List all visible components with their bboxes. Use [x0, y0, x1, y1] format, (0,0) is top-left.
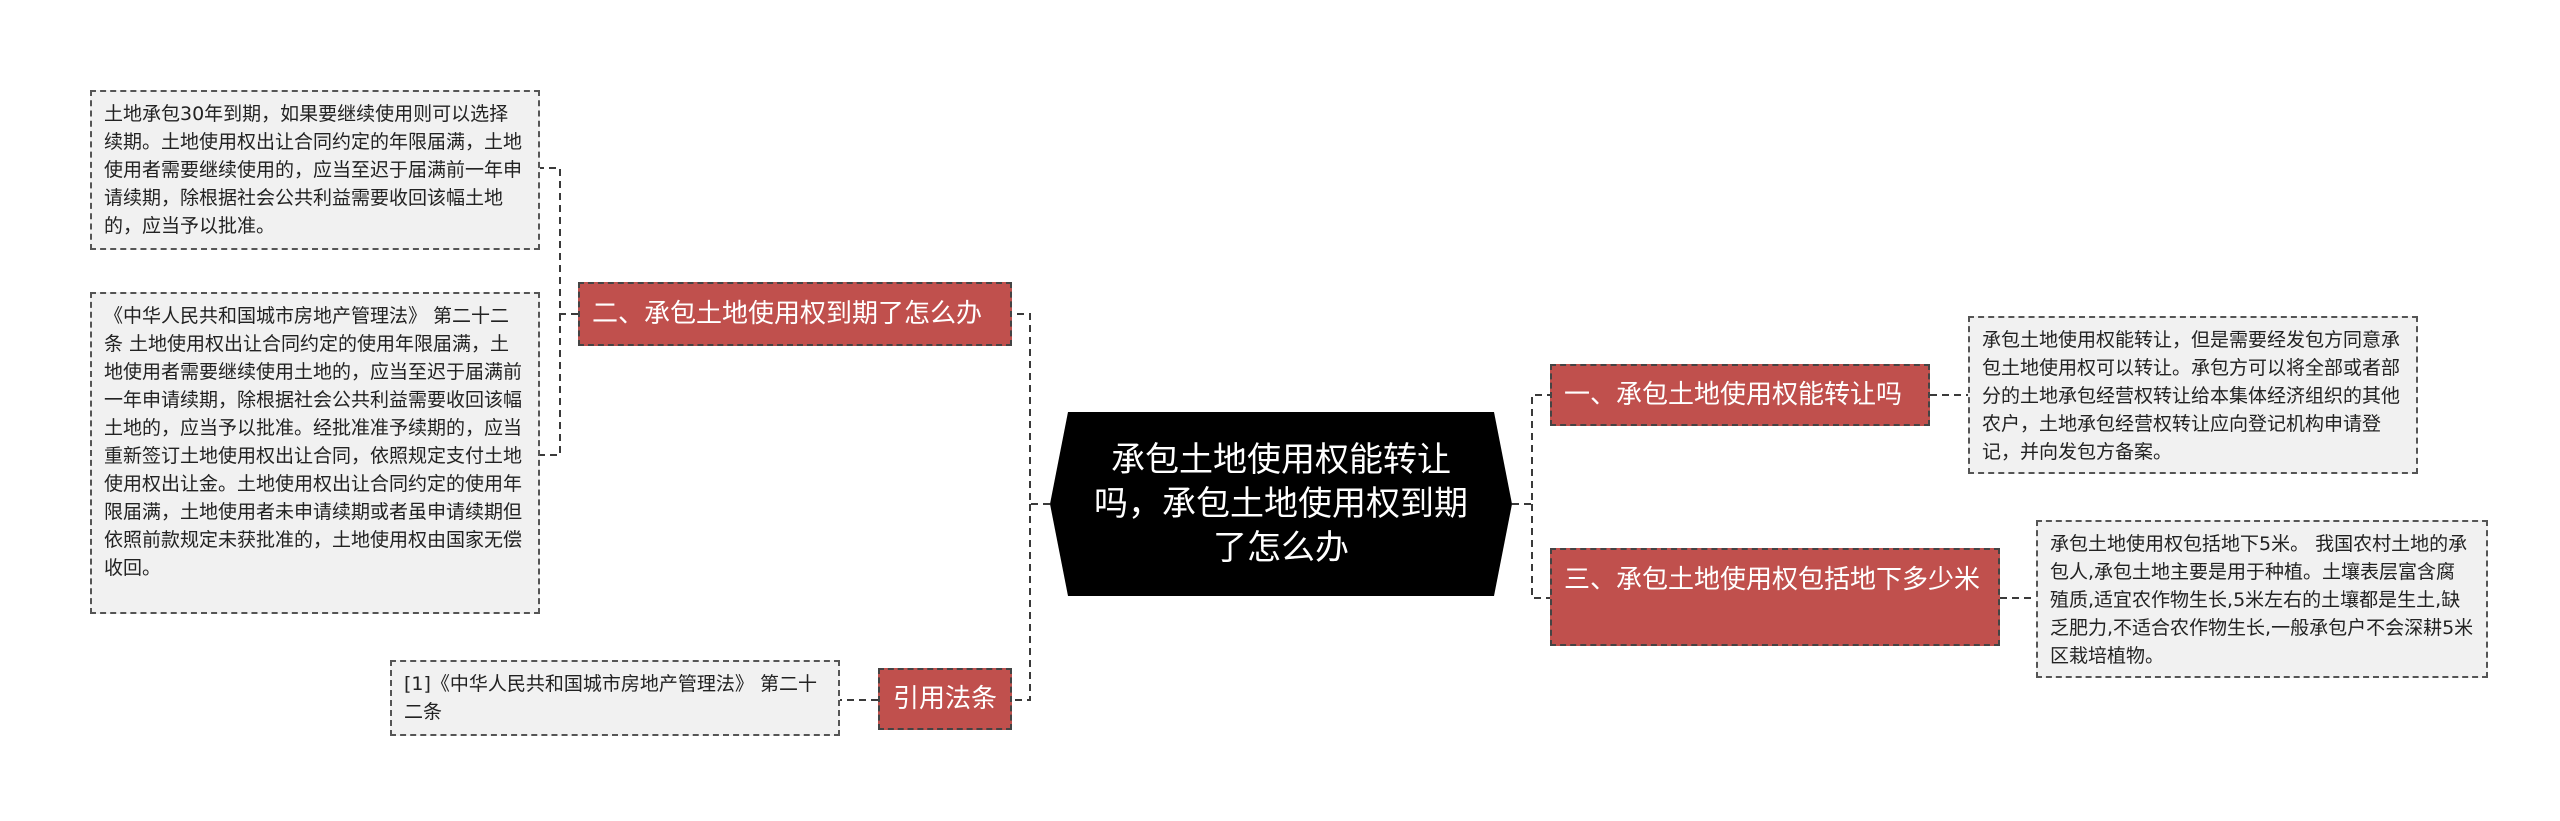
connector-central-to-branch-2: [1012, 313, 1050, 505]
leaf-expiry-renewal-text: 土地承包30年到期，如果要继续使用则可以选择续期。土地使用权出让合同约定的年限届…: [104, 103, 523, 237]
leaf-transfer-text: 承包土地使用权能转让，但是需要经发包方同意承包土地使用权可以转让。承包方可以将全…: [1982, 329, 2401, 463]
branch-transfer[interactable]: 一、承包土地使用权能转让吗: [1550, 364, 1930, 426]
central-topic[interactable]: 承包土地使用权能转让吗，承包土地使用权到期了怎么办: [1050, 412, 1512, 596]
branch-transfer-label: 一、承包土地使用权能转让吗: [1564, 380, 1903, 410]
branch-expiry-label: 二、承包土地使用权到期了怎么办: [592, 299, 983, 329]
connector-central-to-branch-3: [1531, 504, 1550, 599]
connector-branch-2-to-leaf-2: [540, 314, 561, 456]
branch-references[interactable]: 引用法条: [878, 668, 1012, 730]
connector-central-to-branch-refs: [1012, 504, 1031, 701]
leaf-depth: 承包土地使用权包括地下5米。 我国农村土地的承包人,承包土地主要是用于种植。土壤…: [2036, 520, 2488, 678]
leaf-expiry-law-text: 《中华人民共和国城市房地产管理法》 第二十二条 土地使用权出让合同约定的使用年限…: [104, 305, 523, 579]
leaf-expiry-law: 《中华人民共和国城市房地产管理法》 第二十二条 土地使用权出让合同约定的使用年限…: [90, 292, 540, 614]
central-topic-label: 承包土地使用权能转让吗，承包土地使用权到期了怎么办: [1094, 440, 1468, 568]
leaf-depth-text: 承包土地使用权包括地下5米。 我国农村土地的承包人,承包土地主要是用于种植。土壤…: [2050, 533, 2474, 667]
branch-references-label: 引用法条: [892, 684, 997, 714]
branch-depth-label: 三、承包土地使用权包括地下多少米: [1564, 565, 1981, 595]
branch-expiry[interactable]: 二、承包土地使用权到期了怎么办: [578, 282, 1012, 346]
leaf-reference-1: [1]《中华人民共和国城市房地产管理法》 第二十二条: [390, 660, 840, 736]
connector-branch-2-to-leaf-1: [540, 167, 578, 315]
branch-depth[interactable]: 三、承包土地使用权包括地下多少米: [1550, 548, 2000, 646]
leaf-expiry-renewal: 土地承包30年到期，如果要继续使用则可以选择续期。土地使用权出让合同约定的年限届…: [90, 90, 540, 250]
connector-central-to-branch-1: [1512, 394, 1550, 505]
leaf-reference-1-text: [1]《中华人民共和国城市房地产管理法》 第二十二条: [404, 673, 817, 723]
leaf-transfer: 承包土地使用权能转让，但是需要经发包方同意承包土地使用权可以转让。承包方可以将全…: [1968, 316, 2418, 474]
